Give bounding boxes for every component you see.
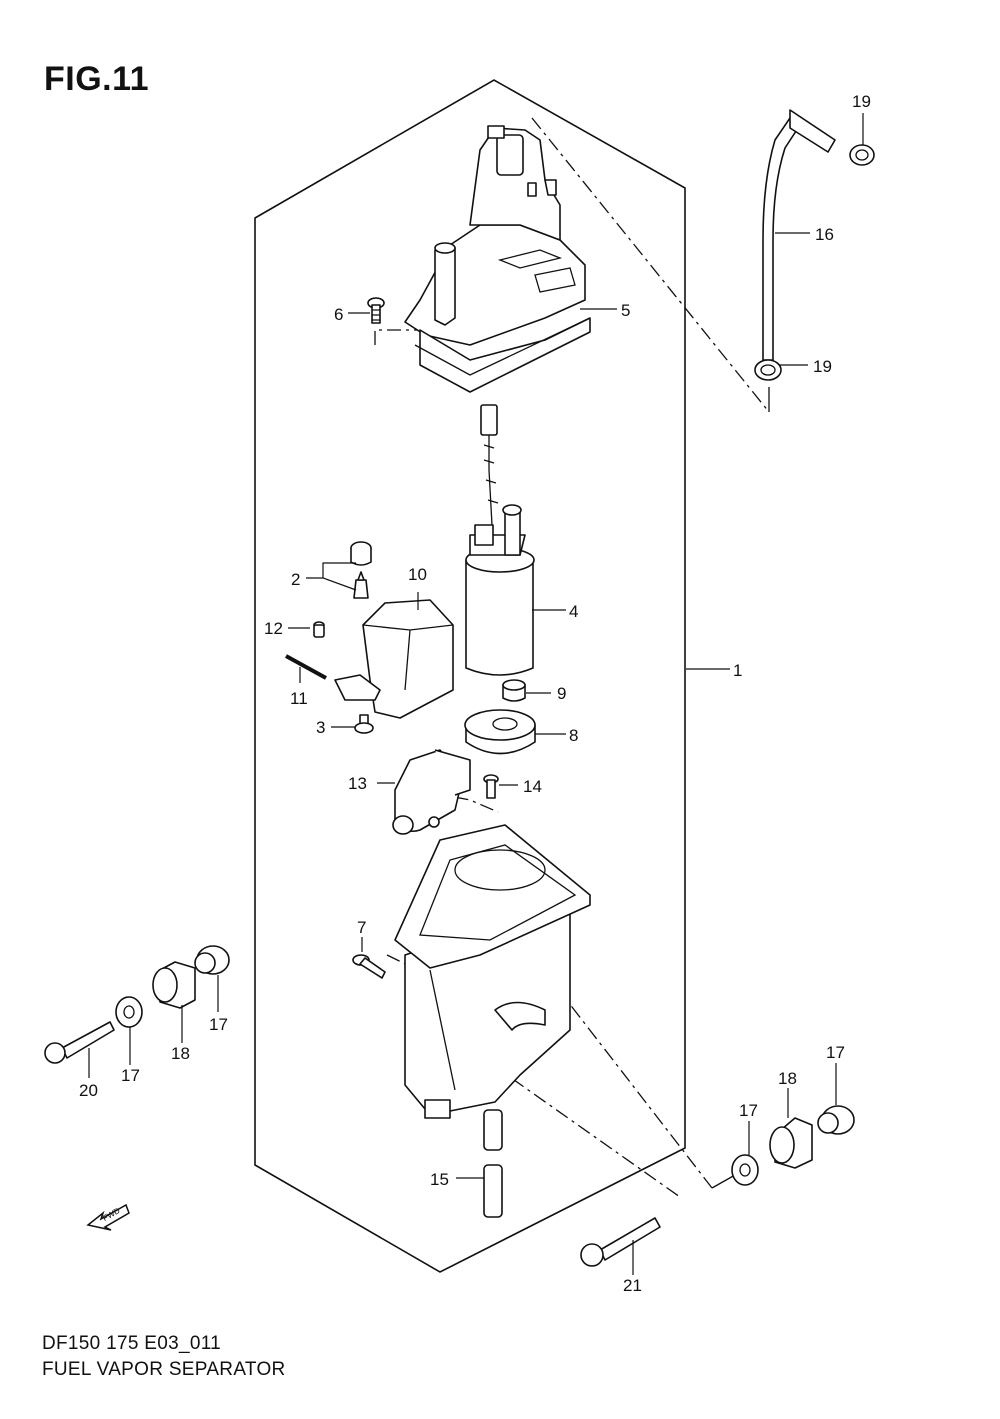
callout-7: 7: [357, 918, 366, 937]
callout-13: 13: [348, 774, 367, 793]
callout-21: 21: [623, 1276, 642, 1295]
callout-6: 6: [334, 305, 343, 324]
figure-title: FIG.11: [44, 60, 150, 98]
callout-5: 5: [621, 301, 630, 320]
callout-19-bottom: 19: [813, 357, 832, 376]
separator-body: [394, 824, 591, 1119]
part-2-fitting: [350, 541, 372, 599]
callout-numbers: 1 2 3 4 5 6 7 8 9 10 11 12 13 14 15 16 1…: [79, 92, 871, 1295]
model-code: DF150 175 E03_011: [42, 1333, 222, 1354]
part-6-screw: [367, 297, 385, 324]
assembly-boundary: [254, 79, 686, 1273]
figure-name: FUEL VAPOR SEPARATOR: [42, 1359, 286, 1380]
part-7-screw: [352, 954, 386, 979]
part-8-holder: [464, 709, 536, 755]
callout-20: 20: [79, 1081, 98, 1100]
callout-12: 12: [264, 619, 283, 638]
part-17-washer-left-b: [115, 996, 143, 1028]
callout-17-right-b: 17: [826, 1043, 845, 1062]
callout-3: 3: [316, 718, 325, 737]
part-17-collar-right-a: [817, 1105, 855, 1135]
callout-15: 15: [430, 1170, 449, 1189]
callout-9: 9: [557, 684, 566, 703]
callout-11: 11: [290, 689, 308, 708]
part-18-grommet-right: [769, 1117, 813, 1169]
callout-2: 2: [291, 570, 300, 589]
callout-17-left-b: 17: [121, 1066, 140, 1085]
part-14-screw: [483, 774, 499, 799]
part-10-cover: [334, 599, 454, 719]
leader-lines: [88, 113, 864, 1275]
part-12-screw: [313, 621, 325, 638]
callout-17-left-a: 17: [209, 1015, 228, 1034]
part-21-bolt: [580, 1217, 661, 1267]
part-9-grommet: [502, 679, 526, 702]
callout-14: 14: [523, 777, 542, 796]
part-17-collar-left-a: [194, 945, 230, 975]
part-13-regulator: [392, 749, 471, 835]
part-16-hose: [762, 109, 836, 361]
part-17-washer-right-b: [731, 1154, 759, 1186]
callout-10: 10: [408, 565, 427, 584]
callout-18-right: 18: [778, 1069, 797, 1088]
part-19-clamp-top: [849, 144, 875, 166]
part-19-clamp-bottom: [754, 359, 782, 381]
part-20-bolt: [44, 1021, 115, 1064]
callout-18-left: 18: [171, 1044, 190, 1063]
part-5-top-cover: [404, 125, 591, 393]
part-11-pin: [285, 654, 327, 680]
callout-16: 16: [815, 225, 834, 244]
callout-19-top: 19: [852, 92, 871, 111]
fwd-arrow-icon: FWD: [86, 1203, 130, 1231]
callout-1: 1: [733, 661, 742, 680]
callout-17-right-a: 17: [739, 1101, 758, 1120]
callout-8: 8: [569, 726, 578, 745]
part-3-screw: [354, 714, 374, 734]
callout-4: 4: [569, 602, 578, 621]
part-4-fuel-pump: [465, 404, 535, 676]
part-18-grommet-left: [152, 961, 196, 1009]
part-15-hose: [483, 1109, 503, 1218]
